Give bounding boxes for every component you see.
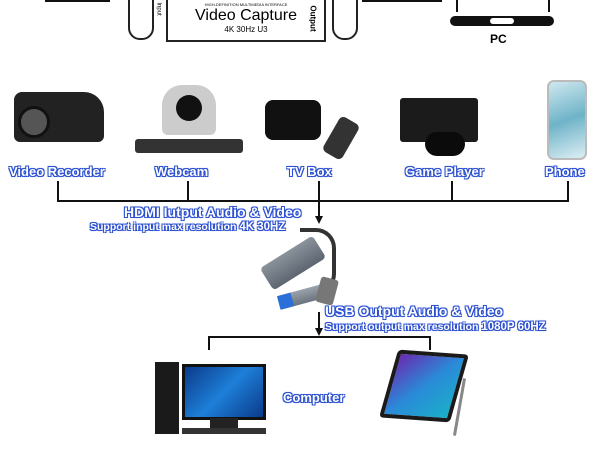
input-arrow bbox=[315, 216, 323, 224]
input-info-title: HDMI Iutput Audio & Video bbox=[124, 204, 302, 220]
source-bus-line bbox=[57, 200, 569, 202]
output-info-sub: Support output max resolution 1080P 60HZ bbox=[325, 321, 546, 333]
device-tiny-text: HIGH-DEFINITION MULTIMEDIA INTERFACE bbox=[204, 2, 288, 7]
pc-base-icon bbox=[450, 16, 554, 26]
phone-icon bbox=[547, 80, 587, 160]
device-title: Video Capture bbox=[195, 7, 297, 24]
capture-device-box: HIGH-DEFINITION MULTIMEDIA INTERFACE Vid… bbox=[166, 0, 326, 42]
hdmi-connector-left bbox=[128, 0, 154, 40]
pc-label: PC bbox=[490, 32, 507, 46]
source-label-phone: Phone bbox=[545, 164, 585, 179]
controller-icon bbox=[425, 132, 465, 156]
input-info-sub: Support input max resolution 4K 30HZ bbox=[90, 221, 286, 233]
video-recorder-icon bbox=[14, 92, 104, 142]
source-label-game-player: Game Player bbox=[405, 164, 484, 179]
desktop-tower-icon bbox=[155, 362, 179, 434]
tv-box-icon bbox=[265, 100, 321, 140]
device-sub: 4K 30Hz U3 bbox=[224, 25, 268, 34]
keyboard-icon bbox=[182, 428, 266, 434]
output-arrow bbox=[315, 328, 323, 336]
source-label-webcam: Webcam bbox=[155, 164, 209, 179]
webcam-icon bbox=[135, 85, 243, 157]
input-side-label: Input bbox=[155, 2, 162, 16]
hdmi-connector-right bbox=[332, 0, 358, 40]
source-label-tv-box: TV Box bbox=[287, 164, 332, 179]
target-bus-line bbox=[208, 336, 431, 338]
computer-label: Computer bbox=[283, 390, 345, 405]
monitor-stand-icon bbox=[210, 418, 238, 430]
tablet-icon bbox=[379, 349, 469, 423]
output-info-title: USB Output Audio & Video bbox=[325, 303, 504, 319]
monitor-icon bbox=[182, 364, 266, 420]
output-side-label: Output bbox=[308, 5, 318, 32]
remote-icon bbox=[321, 115, 361, 161]
source-label-video-recorder: Video Recorder bbox=[9, 164, 105, 179]
